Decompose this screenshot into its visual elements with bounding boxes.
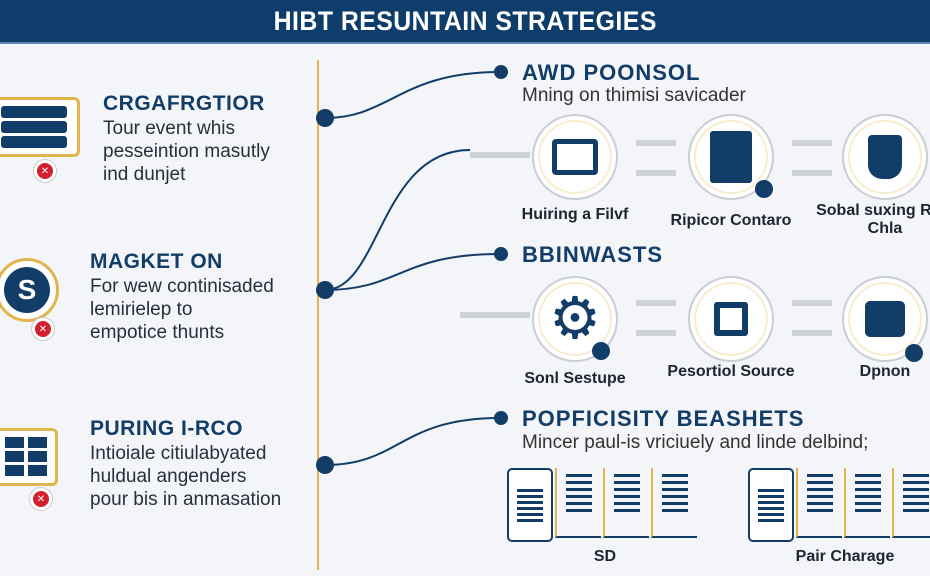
section-description: Mning on thimisi savicader <box>522 85 746 106</box>
item-label: Huiring a Filvf <box>521 206 629 223</box>
divider <box>636 330 676 336</box>
divider <box>460 312 530 318</box>
item-label: Sobal suxing RCP Chla <box>816 202 930 237</box>
timeline-node-3 <box>316 456 334 474</box>
marker-dot <box>905 344 923 362</box>
connector-2 <box>324 253 501 291</box>
monitor-icon <box>532 114 618 200</box>
bag-icon <box>842 114 928 200</box>
divider <box>792 300 832 306</box>
timeline-node-2 <box>316 281 334 299</box>
briefcase-icon <box>842 276 928 362</box>
divider <box>636 300 676 306</box>
divider <box>636 140 676 146</box>
group-label: SD <box>593 548 617 565</box>
data-stack-group <box>507 468 697 542</box>
gear-icon: ⚙ <box>532 276 618 362</box>
connector-2b <box>324 149 471 291</box>
file-cabinet-icon <box>0 428 58 486</box>
alert-badge-icon: ✕ <box>32 318 54 340</box>
section-title: MAGKET ON <box>90 250 223 273</box>
divider <box>792 330 832 336</box>
alert-badge-icon: ✕ <box>34 160 56 182</box>
section-title: PURING I-RCO <box>90 417 243 440</box>
section-description: Mincer paul-is vriciuely and linde delbi… <box>522 432 869 453</box>
connector-1 <box>324 71 501 119</box>
item-label: Dpnon <box>859 363 911 380</box>
page-title: HIBT RESUNTAIN STRATEGIES <box>273 5 657 36</box>
section-title: AWD POONSOL <box>522 60 701 85</box>
server-stack-icon <box>0 97 80 157</box>
s-badge-icon: S <box>0 258 59 322</box>
divider <box>792 140 832 146</box>
section-title: BBINWASTS <box>522 242 663 267</box>
item-label: Pesortiol Source <box>667 363 795 380</box>
data-stack-group <box>748 468 930 542</box>
section-title: POPFICISITY BEASHETS <box>522 406 805 431</box>
connector-3 <box>324 417 501 466</box>
timeline-node-1 <box>316 109 334 127</box>
section-title: CRGAFRGTIOR <box>103 92 265 115</box>
alert-badge-icon: ✕ <box>30 488 52 510</box>
section-dot <box>494 411 508 425</box>
divider <box>636 170 676 176</box>
marker-dot <box>755 180 773 198</box>
section-dot <box>494 65 508 79</box>
chip-icon <box>688 276 774 362</box>
divider <box>792 170 832 176</box>
divider <box>470 152 530 158</box>
marker-dot <box>592 342 610 360</box>
section-dot <box>494 247 508 261</box>
header-banner: HIBT RESUNTAIN STRATEGIES <box>0 0 930 44</box>
group-label: Pair Charage <box>795 548 895 565</box>
item-label: Sonl Sestupe <box>524 370 626 387</box>
server-icon <box>688 114 774 200</box>
item-label: Ripicor Contaro <box>670 212 792 229</box>
